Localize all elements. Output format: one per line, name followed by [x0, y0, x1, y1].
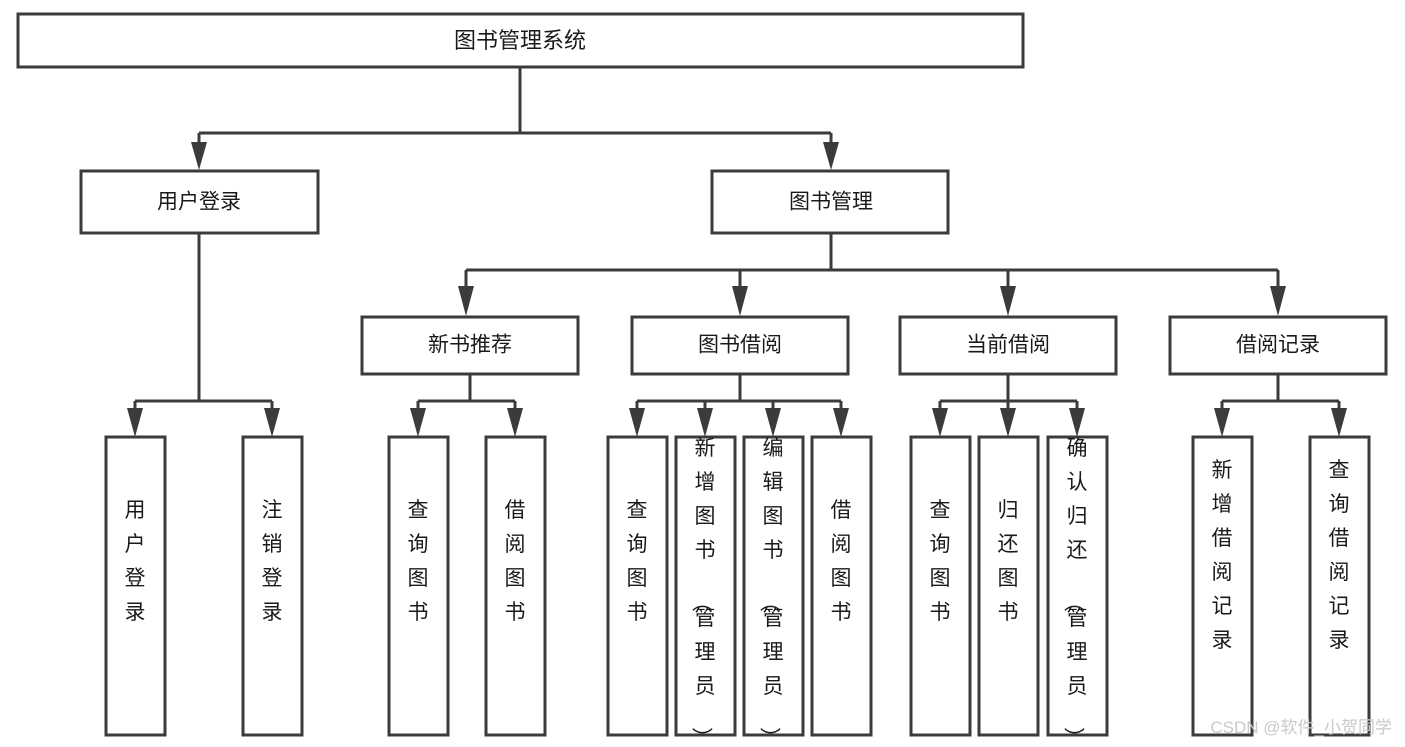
leaf-box	[810, 435, 873, 737]
leaf-label: 查询图书	[627, 499, 648, 624]
leaf-node[interactable]: 查询借阅记录	[1308, 435, 1371, 737]
leaf-node[interactable]: 查询图书	[606, 435, 669, 737]
arrow-head-icon	[458, 286, 474, 316]
arrow-head-icon	[629, 408, 645, 437]
connectors-root-to-level2	[191, 67, 839, 170]
leaf-label: 查询图书	[930, 499, 951, 624]
node-user-login-label: 用户登录	[157, 191, 241, 214]
leaf-box	[1046, 435, 1109, 737]
leaf-label: 借阅图书	[505, 499, 526, 624]
leaf-label: 新增借阅记录	[1212, 459, 1233, 652]
leaf-node[interactable]: 查询图书	[909, 435, 972, 737]
arrow-head-icon	[697, 408, 713, 437]
node-book-management-label: 图书管理	[789, 191, 873, 214]
leaf-node[interactable]: 借阅图书	[484, 435, 547, 737]
arrow-head-icon	[732, 286, 748, 316]
connectors-borrowrecord-to-leaves	[1214, 374, 1347, 437]
leaf-box	[674, 435, 737, 737]
leaf-box	[1308, 435, 1371, 737]
connectors-currentborrow-to-leaves	[932, 374, 1085, 437]
leaf-label: 查询图书	[408, 499, 429, 624]
node-root-label: 图书管理系统	[454, 28, 586, 53]
leaf-node[interactable]: 确认归还（管理员）	[1046, 435, 1109, 747]
leaf-box	[977, 435, 1040, 737]
node-borrow-record-box	[1168, 315, 1388, 376]
arrow-head-icon	[127, 408, 143, 437]
arrow-head-icon	[1000, 286, 1016, 316]
arrow-head-icon	[823, 142, 839, 170]
leaf-label: 确认归还（管理员）	[1062, 437, 1088, 747]
node-book-borrow-box	[630, 315, 850, 376]
leaf-box	[104, 435, 167, 737]
node-new-book-recommend-box	[360, 315, 580, 376]
leaf-label: 用户登录	[125, 499, 146, 624]
node-book-management-box	[710, 169, 950, 235]
node-book-borrow-label: 图书借阅	[698, 334, 782, 357]
leaf-node[interactable]: 编辑图书（管理员）	[742, 435, 805, 747]
connectors-newbook-to-leaves	[410, 374, 523, 437]
arrow-head-icon	[410, 408, 426, 437]
node-new-book-recommend[interactable]: 新书推荐	[360, 315, 580, 376]
node-borrow-record-label: 借阅记录	[1236, 334, 1320, 357]
arrow-head-icon	[833, 408, 849, 437]
leaf-label: 查询借阅记录	[1329, 459, 1350, 652]
node-current-borrow[interactable]: 当前借阅	[898, 315, 1118, 376]
leaf-node[interactable]: 新增借阅记录	[1191, 435, 1254, 737]
arrow-head-icon	[507, 408, 523, 437]
arrow-head-icon	[1000, 408, 1016, 437]
leaf-label: 借阅图书	[831, 499, 852, 624]
connectors-bookmgmt-to-level3	[458, 233, 1286, 316]
leaf-box	[606, 435, 669, 737]
watermark-text: CSDN @软件_小贺同学	[1210, 718, 1392, 737]
leaf-node[interactable]: 注销登录	[241, 435, 304, 737]
leaf-label: 新增图书（管理员）	[690, 437, 716, 747]
node-root-system[interactable]: 图书管理系统	[16, 12, 1025, 69]
leaf-node[interactable]: 新增图书（管理员）	[674, 435, 737, 747]
node-current-borrow-label: 当前借阅	[966, 334, 1050, 357]
leaf-box	[484, 435, 547, 737]
leaf-box	[742, 435, 805, 737]
node-user-login-box	[79, 169, 320, 235]
connectors-userlogin-to-leaves	[127, 233, 280, 437]
node-book-borrow[interactable]: 图书借阅	[630, 315, 850, 376]
leaf-node[interactable]: 查询图书	[387, 435, 450, 737]
node-user-login[interactable]: 用户登录	[79, 169, 320, 235]
node-current-borrow-box	[898, 315, 1118, 376]
arrow-head-icon	[1270, 286, 1286, 316]
arrow-head-icon	[191, 142, 207, 170]
leaf-box	[1191, 435, 1254, 737]
arrow-head-icon	[1069, 408, 1085, 437]
leaf-node[interactable]: 借阅图书	[810, 435, 873, 737]
node-borrow-record[interactable]: 借阅记录	[1168, 315, 1388, 376]
leaf-box	[387, 435, 450, 737]
leaf-label: 注销登录	[262, 499, 283, 624]
leaf-box	[909, 435, 972, 737]
arrow-head-icon	[1331, 408, 1347, 437]
leaf-node[interactable]: 归还图书	[977, 435, 1040, 737]
node-book-management[interactable]: 图书管理	[710, 169, 950, 235]
leaf-box	[241, 435, 304, 737]
leaf-label: 编辑图书（管理员）	[758, 437, 784, 747]
arrow-head-icon	[765, 408, 781, 437]
leaf-label: 归还图书	[998, 499, 1019, 624]
node-new-book-recommend-label: 新书推荐	[428, 334, 512, 357]
connectors-bookborrow-to-leaves	[629, 374, 849, 437]
arrow-head-icon	[264, 408, 280, 437]
node-root-box	[16, 12, 1025, 69]
arrow-head-icon	[932, 408, 948, 437]
arrow-head-icon	[1214, 408, 1230, 437]
leaf-node[interactable]: 用户登录	[104, 435, 167, 737]
